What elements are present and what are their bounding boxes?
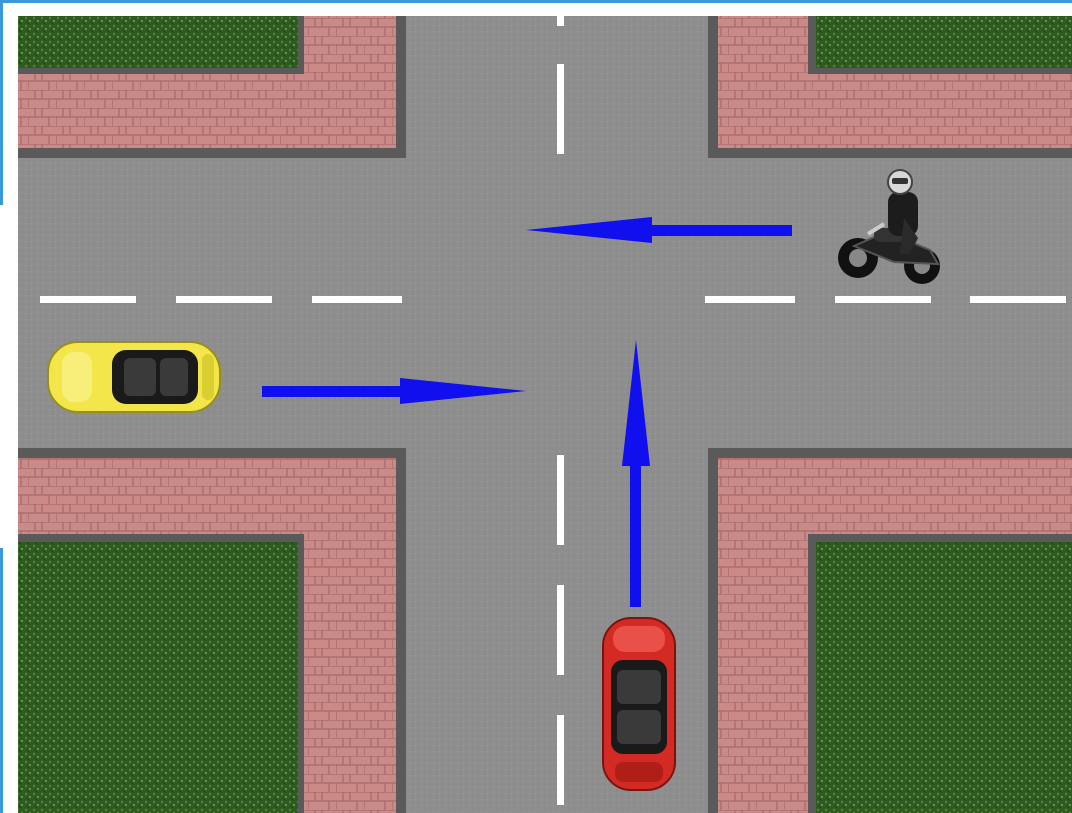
block-top-left	[18, 16, 406, 158]
frame-edge-top	[0, 0, 1072, 3]
block-top-right	[708, 16, 1072, 158]
yellow-car	[48, 342, 220, 412]
block-bottom-right	[708, 448, 1072, 813]
block-bottom-left	[18, 448, 406, 813]
frame-edge-left-upper	[0, 0, 3, 205]
frame-edge-left-lower	[0, 548, 3, 813]
red-car	[603, 618, 675, 790]
